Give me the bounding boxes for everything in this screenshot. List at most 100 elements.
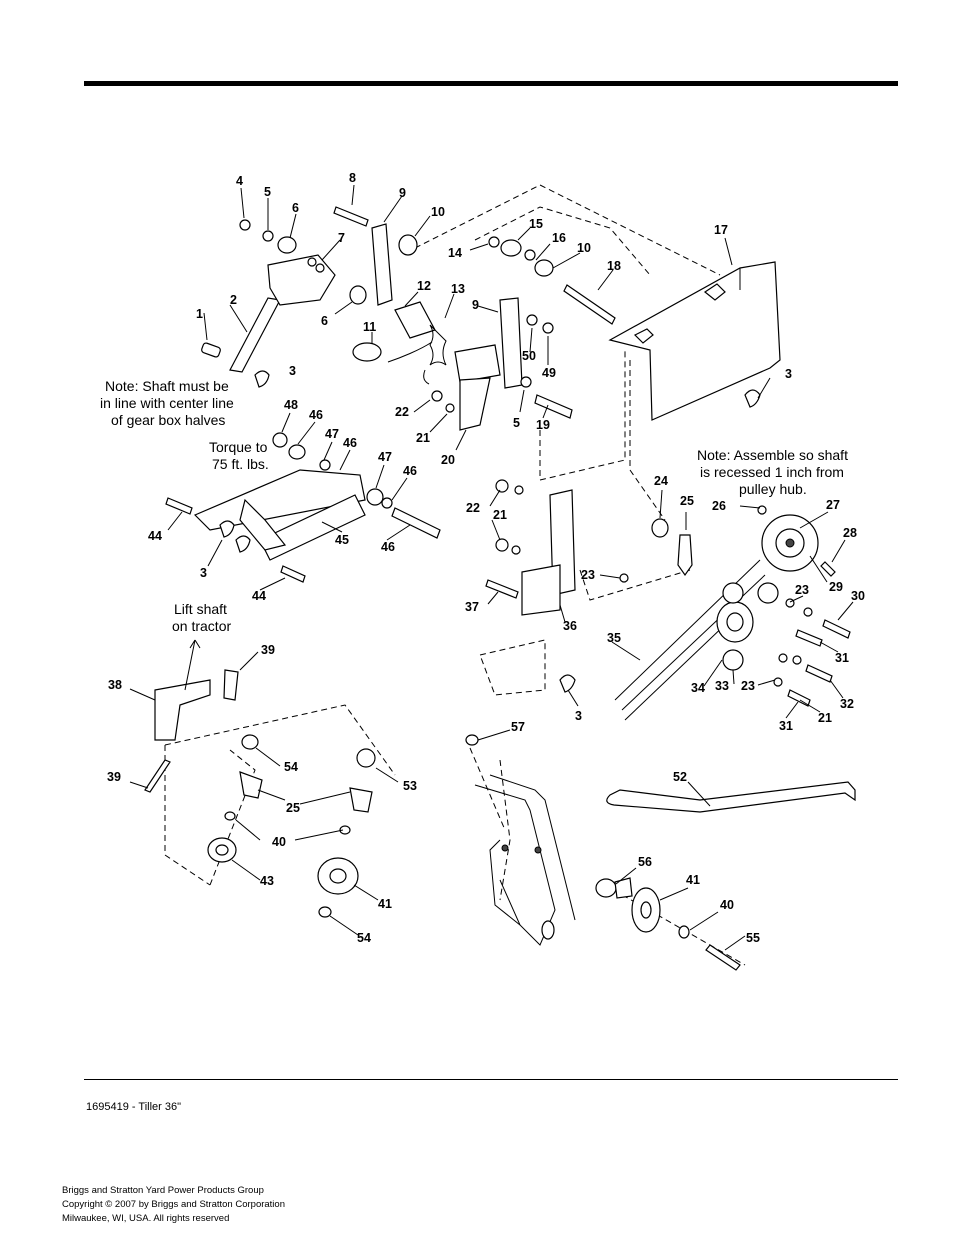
- callout-40b: 40: [720, 898, 734, 912]
- callout-labels: 4 5 6 8 9 10 7 2 1 6 12 13 11 3 14 15 16…: [107, 171, 865, 945]
- callout-18: 18: [607, 259, 621, 273]
- callout-45: 45: [335, 533, 349, 547]
- header-rule: [84, 81, 898, 86]
- callout-26: 26: [712, 499, 726, 513]
- callout-52: 52: [673, 770, 687, 784]
- footer-line-1: Briggs and Stratton Yard Power Products …: [62, 1185, 264, 1196]
- callout-16: 16: [552, 231, 566, 245]
- callout-23b: 23: [581, 568, 595, 582]
- callout-3c: 3: [200, 566, 207, 580]
- frame-and-rod: [465, 734, 856, 971]
- callout-13: 13: [451, 282, 465, 296]
- callout-47b: 46: [343, 436, 357, 450]
- note-assemble-1: Note: Assemble so shaft: [697, 447, 848, 463]
- callout-39: 39: [261, 643, 275, 657]
- callout-3d: 3: [575, 709, 582, 723]
- callout-9b: 9: [472, 298, 479, 312]
- callout-9: 9: [399, 186, 406, 200]
- lower-idler-parts: [207, 734, 376, 918]
- callout-55: 55: [746, 931, 760, 945]
- callout-48b: 47: [378, 450, 392, 464]
- idler-bracket: [479, 479, 629, 696]
- spring-spacer-group: [352, 236, 616, 385]
- callout-11: 11: [363, 320, 376, 334]
- callout-54b: 54: [357, 931, 371, 945]
- note-shaft-3: of gear box halves: [111, 412, 225, 428]
- callout-40: 40: [272, 835, 286, 849]
- note-assemble-3: pulley hub.: [739, 481, 807, 497]
- callout-22b: 22: [466, 501, 480, 515]
- callout-43: 43: [260, 874, 274, 888]
- callout-17: 17: [714, 223, 728, 237]
- callout-49: 48: [284, 398, 298, 412]
- note-lift-1: Lift shaft: [174, 601, 227, 617]
- callout-21b: 21: [493, 508, 507, 522]
- callout-53: 53: [403, 779, 417, 793]
- callout-10: 10: [431, 205, 445, 219]
- leader-lines: [129, 184, 854, 951]
- callout-57: 57: [511, 720, 525, 734]
- note-shaft-1: Note: Shaft must be: [105, 378, 229, 394]
- note-torque-1: Torque to: [209, 439, 268, 455]
- callout-36: 36: [563, 619, 577, 633]
- callout-14: 14: [448, 246, 462, 260]
- callout-21: 21: [416, 431, 430, 445]
- footer-line-3: Milwaukee, WI, USA. All rights reserved: [62, 1213, 230, 1224]
- callout-31: 31: [835, 651, 849, 665]
- callout-20: 20: [441, 453, 455, 467]
- lever-assembly: [201, 206, 418, 388]
- callout-37: 37: [465, 600, 479, 614]
- copyright-footer: Briggs and Stratton Yard Power Products …: [62, 1184, 285, 1226]
- document-id: 1695419 - Tiller 36": [86, 1101, 182, 1113]
- bracket-assembly: [431, 297, 573, 431]
- callout-6: 6: [292, 201, 299, 215]
- callout-33: 33: [715, 679, 729, 693]
- callout-5b: 5: [513, 416, 520, 430]
- callout-24: 24: [654, 474, 668, 488]
- callout-54: 54: [284, 760, 298, 774]
- callout-46: 46: [381, 540, 395, 554]
- callout-30: 30: [851, 589, 865, 603]
- callout-47: 46: [309, 408, 323, 422]
- callout-56: 56: [638, 855, 652, 869]
- note-shaft-2: in line with center line: [100, 395, 234, 411]
- callout-3: 3: [289, 364, 296, 378]
- callout-32: 32: [840, 697, 854, 711]
- callout-10b: 10: [577, 241, 591, 255]
- callout-51: 50: [522, 349, 536, 363]
- callout-38: 38: [108, 678, 122, 692]
- callout-41: 41: [378, 897, 392, 911]
- callout-41b: 41: [686, 873, 700, 887]
- callout-3b: 3: [785, 367, 792, 381]
- lift-link-assembly: [165, 432, 441, 583]
- callout-6b: 6: [321, 314, 328, 328]
- callout-4: 4: [236, 174, 243, 188]
- note-lift-2: on tractor: [172, 618, 231, 634]
- callout-29: 29: [829, 580, 843, 594]
- callout-34: 34: [691, 681, 705, 695]
- callout-35: 35: [607, 631, 621, 645]
- callout-25b: 25: [286, 801, 300, 815]
- footer-rule: [84, 1079, 898, 1080]
- diagram-notes: Note: Shaft must be in line with center …: [100, 378, 848, 634]
- callout-47c: 46: [403, 464, 417, 478]
- callout-7: 7: [338, 231, 345, 245]
- callout-5: 5: [264, 185, 271, 199]
- callout-50: 49: [542, 366, 556, 380]
- callout-48: 47: [325, 427, 339, 441]
- callout-23: 23: [795, 583, 809, 597]
- callout-31b: 31: [779, 719, 793, 733]
- callout-28: 28: [843, 526, 857, 540]
- footer-line-2: Copyright © 2007 by Briggs and Stratton …: [62, 1199, 285, 1210]
- callout-12: 12: [417, 279, 431, 293]
- callout-25: 25: [680, 494, 694, 508]
- callout-21c: 21: [818, 711, 832, 725]
- callout-2: 2: [230, 293, 237, 307]
- cover-plate: [608, 261, 781, 421]
- pulley-belt-assembly: [614, 505, 851, 721]
- note-torque-2: 75 ft. lbs.: [212, 456, 269, 472]
- callout-27: 27: [826, 498, 840, 512]
- callout-8: 8: [349, 171, 356, 185]
- callout-44: 44: [148, 529, 162, 543]
